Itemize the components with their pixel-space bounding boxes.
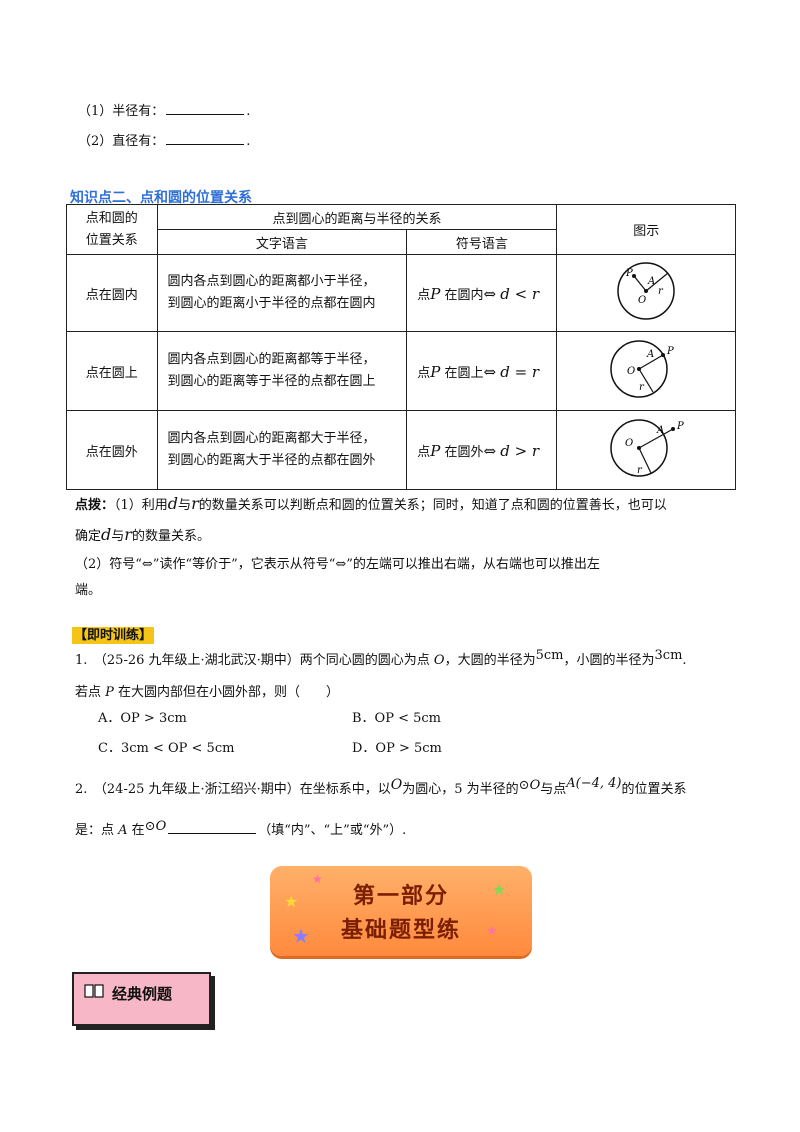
svg-text:A: A: [656, 425, 664, 436]
header-position: 点和圆的位置关系: [66, 204, 158, 255]
cell-symbol: 点P 在圆上⇔ d = r: [406, 331, 558, 411]
q1-option-d[interactable]: D．OP > 5cm: [352, 741, 442, 756]
cell-position: 点在圆内: [66, 254, 158, 332]
cell-figure: P A O r: [556, 254, 736, 332]
star-icon: ★: [486, 924, 498, 939]
tip-line-4: 端。: [75, 583, 102, 598]
cell-position: 点在圆上: [66, 331, 158, 411]
svg-text:A: A: [646, 349, 654, 360]
cell-symbol: 点P 在圆外⇔ d > r: [406, 410, 558, 490]
svg-text:P: P: [676, 421, 684, 432]
tip-line-3: （2）符号“⇔”读作“等价于”，它表示从符号“⇔”的左端可以推出右端，从右端也可…: [75, 557, 600, 572]
banner-line-2: 基础题型练: [340, 918, 461, 943]
table-row: 点在圆内 圆内各点到圆心的距离都小于半径，到圆心的距离小于半径的点都在圆内 点P…: [66, 254, 736, 332]
position-relation-table: 点和圆的位置关系 点到圆心的距离与半径的关系 图示 文字语言 符号语言 点在圆内…: [66, 204, 736, 490]
answer-blank[interactable]: [166, 132, 245, 145]
section-banner: 第一部分 基础题型练 ★ ★ ★ ★ ★: [270, 866, 532, 956]
star-icon: ★: [492, 880, 507, 899]
book-icon: [84, 984, 104, 998]
q1-option-a[interactable]: A．OP > 3cm: [98, 711, 187, 726]
point-on-circle-figure: P A O r: [610, 340, 674, 398]
cell-symbol: 点P 在圆内⇔ d < r: [406, 254, 558, 332]
q2-line-2: 是：点 A 在⊙O（填“内”、“上”或“外”）.: [75, 819, 407, 838]
header-symbol: 符号语言: [406, 229, 558, 255]
cell-text: 圆内各点到圆心的距离都大于半径，到圆心的距离大于半径的点都在圆外: [156, 410, 408, 490]
point-outside-circle-figure: P A O r: [610, 419, 684, 477]
q1-line-2: 若点 P 在大圆内部但在小圆外部，则（ ）: [75, 685, 340, 700]
cell-figure: P A O r: [556, 331, 736, 411]
cell-figure: P A O r: [556, 410, 736, 490]
header-figure: 图示: [556, 204, 736, 255]
svg-text:r: r: [637, 465, 643, 476]
answer-blank[interactable]: [166, 102, 245, 115]
cell-text: 圆内各点到圆心的距离都小于半径，到圆心的距离小于半径的点都在圆内: [156, 254, 408, 332]
star-icon: ★: [312, 872, 323, 886]
section-heading: 知识点二、点和圆的位置关系: [70, 190, 252, 206]
star-icon: ★: [292, 924, 310, 948]
svg-text:r: r: [639, 382, 645, 393]
header-text: 文字语言: [156, 229, 408, 255]
point-inside-circle-figure: P A O r: [617, 262, 675, 320]
q1-option-b[interactable]: B．OP < 5cm: [352, 711, 441, 726]
tip-line-2: 确定d与r的数量关系。: [75, 525, 210, 544]
q1-line-1: 1. （25-26 九年级上·湖北武汉·期中）两个同心圆的圆心为点 O，大圆的半…: [75, 648, 687, 668]
header-relation: 点到圆心的距离与半径的关系: [156, 204, 558, 230]
answer-blank[interactable]: [168, 821, 257, 834]
cell-position: 点在圆外: [66, 410, 158, 490]
tip-line-1: 点拨：（1）利用d与r的数量关系可以判断点和圆的位置关系；同时，知道了点和圆的位…: [75, 494, 667, 513]
q2-line-1: 2. （24-25 九年级上·浙江绍兴·期中）在坐标系中，以O为圆心，5 为半径…: [75, 776, 687, 797]
table-row: 点在圆上 圆内各点到圆心的距离都等于半径，到圆心的距离等于半径的点都在圆上 点P…: [66, 331, 736, 411]
classic-example-label: 经典例题: [72, 972, 211, 1026]
star-icon: ★: [284, 892, 299, 911]
svg-text:O: O: [638, 295, 646, 306]
svg-text:O: O: [625, 438, 633, 449]
question-diameter: （2）直径有：.: [78, 132, 251, 149]
practice-tag: 【即时训练】: [72, 627, 155, 644]
table-row: 点在圆外 圆内各点到圆心的距离都大于半径，到圆心的距离大于半径的点都在圆外 点P…: [66, 410, 736, 490]
svg-text:P: P: [666, 346, 674, 357]
svg-text:P: P: [625, 268, 633, 279]
cell-text: 圆内各点到圆心的距离都等于半径，到圆心的距离等于半径的点都在圆上: [156, 331, 408, 411]
q1-option-c[interactable]: C．3cm < OP < 5cm: [98, 741, 235, 756]
svg-text:A: A: [647, 276, 655, 287]
question-radius: （1）半径有：.: [78, 102, 251, 119]
banner-line-1: 第一部分: [352, 884, 449, 909]
svg-text:r: r: [658, 286, 664, 297]
svg-text:O: O: [627, 366, 635, 377]
